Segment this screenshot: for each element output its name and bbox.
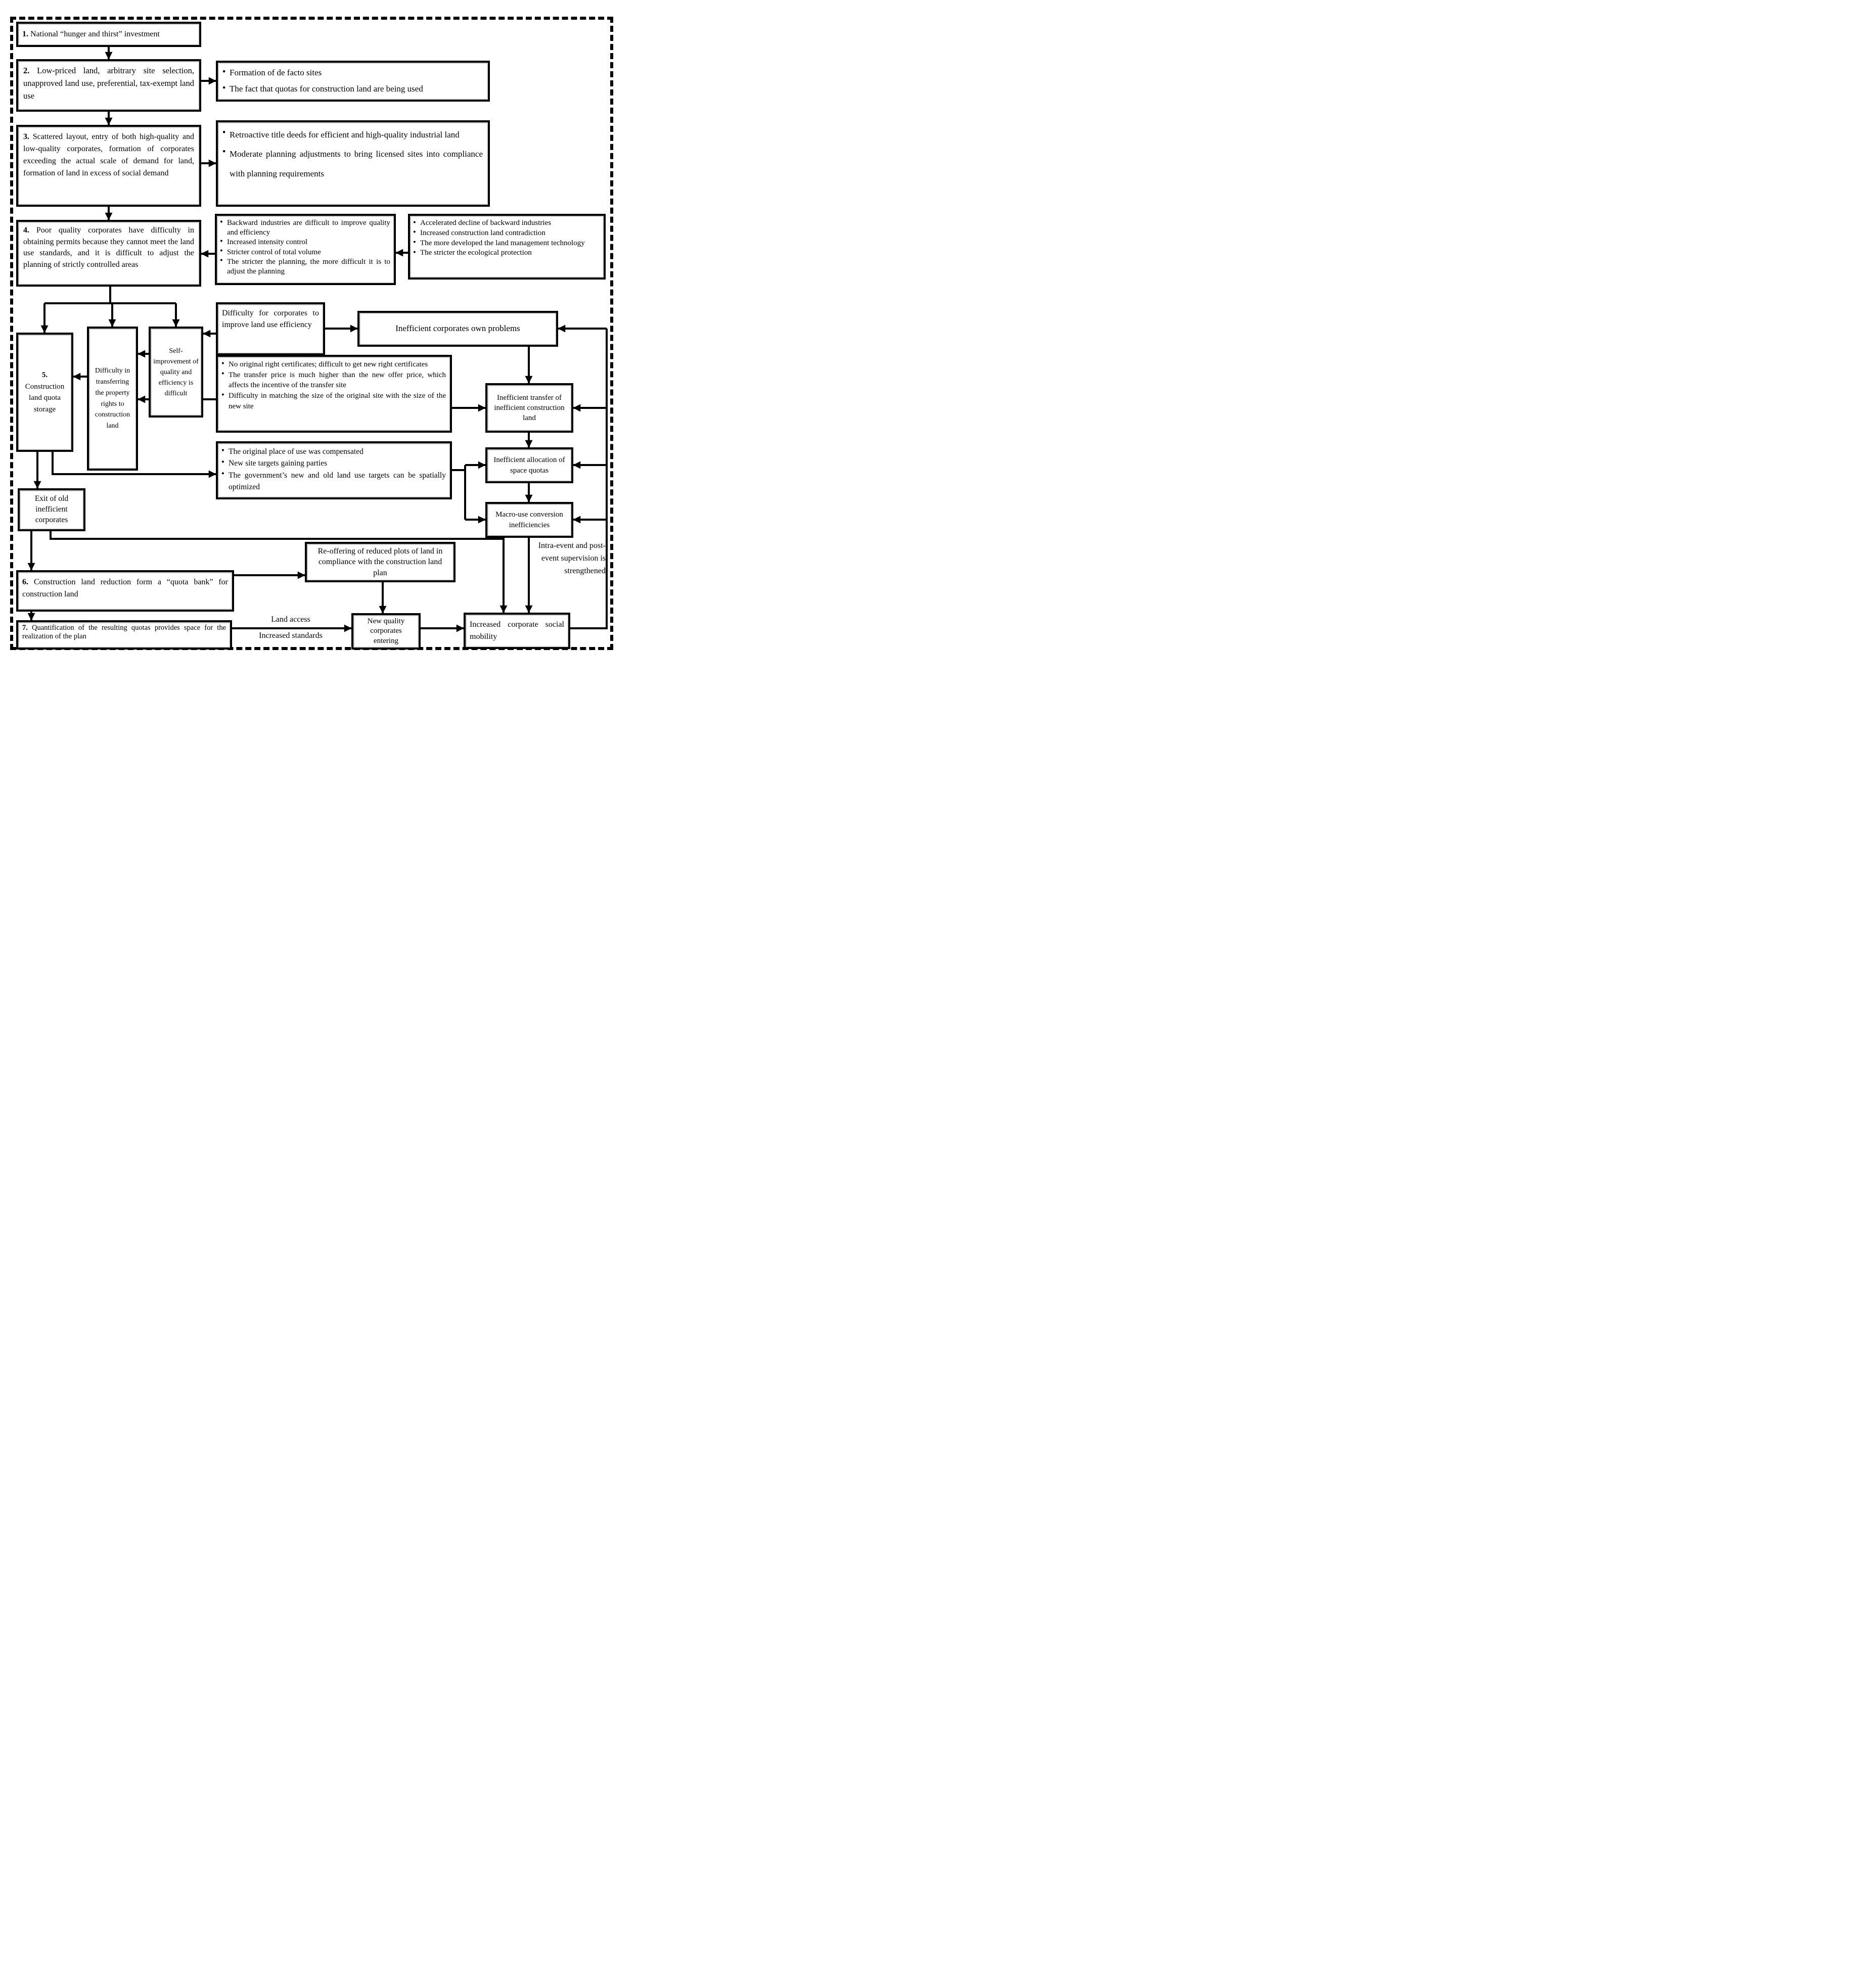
node-number: 4. bbox=[23, 226, 29, 235]
connectors bbox=[27, 47, 608, 632]
node-text: Quantification of the resulting quotas p… bbox=[22, 624, 226, 641]
node-number: 3. bbox=[23, 132, 29, 141]
bullet-item: The more developed the land management t… bbox=[413, 239, 600, 249]
node-text: Re-offering of reduced plots of land in … bbox=[317, 546, 443, 577]
box-difficulty-transferring-rights: Difficulty in transferring the property … bbox=[87, 327, 138, 471]
bullet-item: Moderate planning adjustments to bring l… bbox=[222, 145, 483, 183]
node-text: Macro-use conversion inefficiencies bbox=[495, 511, 563, 529]
node-text: Scattered layout, entry of both high-qua… bbox=[23, 132, 195, 177]
bullet-item: Accelerated decline of backward industri… bbox=[413, 218, 600, 228]
bullet-item: The original place of use was compensate… bbox=[221, 446, 446, 457]
bullet-item: The government’s new and old land use ta… bbox=[221, 470, 446, 493]
bullet-item: Increased construction land contradictio… bbox=[413, 228, 600, 239]
node-3-scattered-layout: 3. Scattered layout, entry of both high-… bbox=[16, 125, 201, 207]
bullet-item: New site targets gaining parties bbox=[221, 457, 446, 469]
label-supervision-strengthened: Intra-event and post-event supervision i… bbox=[538, 541, 606, 575]
dashed-border bbox=[10, 17, 613, 650]
box-de-facto-sites: Formation of de facto sites The fact tha… bbox=[216, 61, 490, 102]
box-self-improvement-difficult: Self-improvement of quality and efficien… bbox=[149, 327, 203, 418]
node-text: Difficulty in transferring the property … bbox=[95, 367, 130, 430]
node-number: 5. bbox=[41, 371, 48, 379]
node-text: Self-improvement of quality and efficien… bbox=[153, 347, 199, 397]
node-text: National “hunger and thirst” investment bbox=[30, 30, 160, 39]
edge-exit-mobility bbox=[50, 531, 508, 613]
bullet-item: Increased intensity control bbox=[220, 238, 390, 247]
label-increased-standards: Increased standards bbox=[259, 631, 323, 640]
label-land-access: Land access bbox=[271, 615, 310, 624]
bullet-item: No original right certificates; difficul… bbox=[221, 359, 446, 370]
node-number: 6. bbox=[22, 578, 28, 586]
edge-mobility-feedback-line bbox=[570, 329, 608, 629]
node-text: Construction land reduction form a “quot… bbox=[22, 578, 229, 598]
node-text: Difficulty for corporates to improve lan… bbox=[222, 309, 319, 330]
bullet-item: Backward industries are difficult to imp… bbox=[220, 218, 390, 238]
node-6-quota-bank: 6. Construction land reduction form a “q… bbox=[16, 570, 234, 612]
node-5-quota-storage: 5. Construction land quota storage bbox=[16, 333, 73, 452]
box-macro-use-conversion: Macro-use conversion inefficiencies bbox=[485, 502, 573, 538]
box-new-quality-corporates: New quality corporates entering bbox=[351, 613, 421, 650]
box-accelerated-decline: Accelerated decline of backward industri… bbox=[408, 214, 606, 280]
flowchart-canvas: 1. National “hunger and thirst” investme… bbox=[0, 0, 622, 663]
box-increased-social-mobility: Increased corporate social mobility bbox=[464, 613, 570, 649]
node-7-quantification-quotas: 7. Quantification of the resulting quota… bbox=[16, 620, 232, 650]
box-original-place-compensated: The original place of use was compensate… bbox=[216, 441, 452, 499]
bullet-item: Stricter control of total volume bbox=[220, 248, 390, 257]
bullet-item: Difficulty in matching the size of the o… bbox=[221, 391, 446, 411]
node-text: Inefficient transfer of inefficient cons… bbox=[494, 393, 565, 423]
node-number: 1. bbox=[22, 30, 28, 39]
bullet-item: The stricter the ecological protection bbox=[413, 248, 600, 258]
node-1-national-investment: 1. National “hunger and thirst” investme… bbox=[16, 22, 201, 47]
node-number: 2. bbox=[23, 66, 30, 75]
box-retroactive-title-deeds: Retroactive title deeds for efficient an… bbox=[216, 120, 490, 207]
node-number: 7. bbox=[22, 624, 28, 632]
box-reoffering-reduced-plots: Re-offering of reduced plots of land in … bbox=[305, 542, 456, 582]
box-inefficient-allocation: Inefficient allocation of space quotas bbox=[485, 447, 573, 483]
node-4-poor-quality-corporates: 4. Poor quality corporates have difficul… bbox=[16, 220, 201, 287]
node-text: Low-priced land, arbitrary site selectio… bbox=[23, 66, 195, 101]
bullet-item: The stricter the planning, the more diff… bbox=[220, 257, 390, 276]
bullet-item: The transfer price is much higher than t… bbox=[221, 370, 446, 391]
box-backward-industries: Backward industries are difficult to imp… bbox=[215, 214, 396, 285]
node-text: Inefficient corporates own problems bbox=[395, 323, 520, 334]
bullet-item: Retroactive title deeds for efficient an… bbox=[222, 125, 483, 145]
box-inefficient-transfer: Inefficient transfer of inefficient cons… bbox=[485, 383, 573, 433]
node-text: Poor quality corporates have difficulty … bbox=[23, 226, 195, 269]
bullet-item: The fact that quotas for construction la… bbox=[222, 83, 483, 96]
node-text: Exit of old inefficient corporates bbox=[34, 494, 69, 524]
node-text: Increased corporate social mobility bbox=[470, 620, 564, 641]
box-no-original-certificates: No original right certificates; difficul… bbox=[216, 355, 452, 433]
edge-compensated-bracket bbox=[452, 465, 466, 520]
edge-n5-compensated bbox=[52, 452, 216, 478]
box-exit-old-corporates: Exit of old inefficient corporates bbox=[18, 488, 85, 531]
bullet-item: Formation of de facto sites bbox=[222, 67, 483, 79]
node-text: Inefficient allocation of space quotas bbox=[493, 456, 565, 475]
edge-n4-distributor bbox=[44, 287, 176, 304]
node-text: New quality corporates entering bbox=[367, 617, 405, 645]
box-difficulty-improve-efficiency: Difficulty for corporates to improve lan… bbox=[216, 302, 325, 355]
node-2-low-priced-land: 2. Low-priced land, arbitrary site selec… bbox=[16, 59, 201, 112]
box-inefficient-corporates-own-problems: Inefficient corporates own problems bbox=[357, 311, 558, 347]
node-text: Construction land quota storage bbox=[25, 382, 65, 413]
